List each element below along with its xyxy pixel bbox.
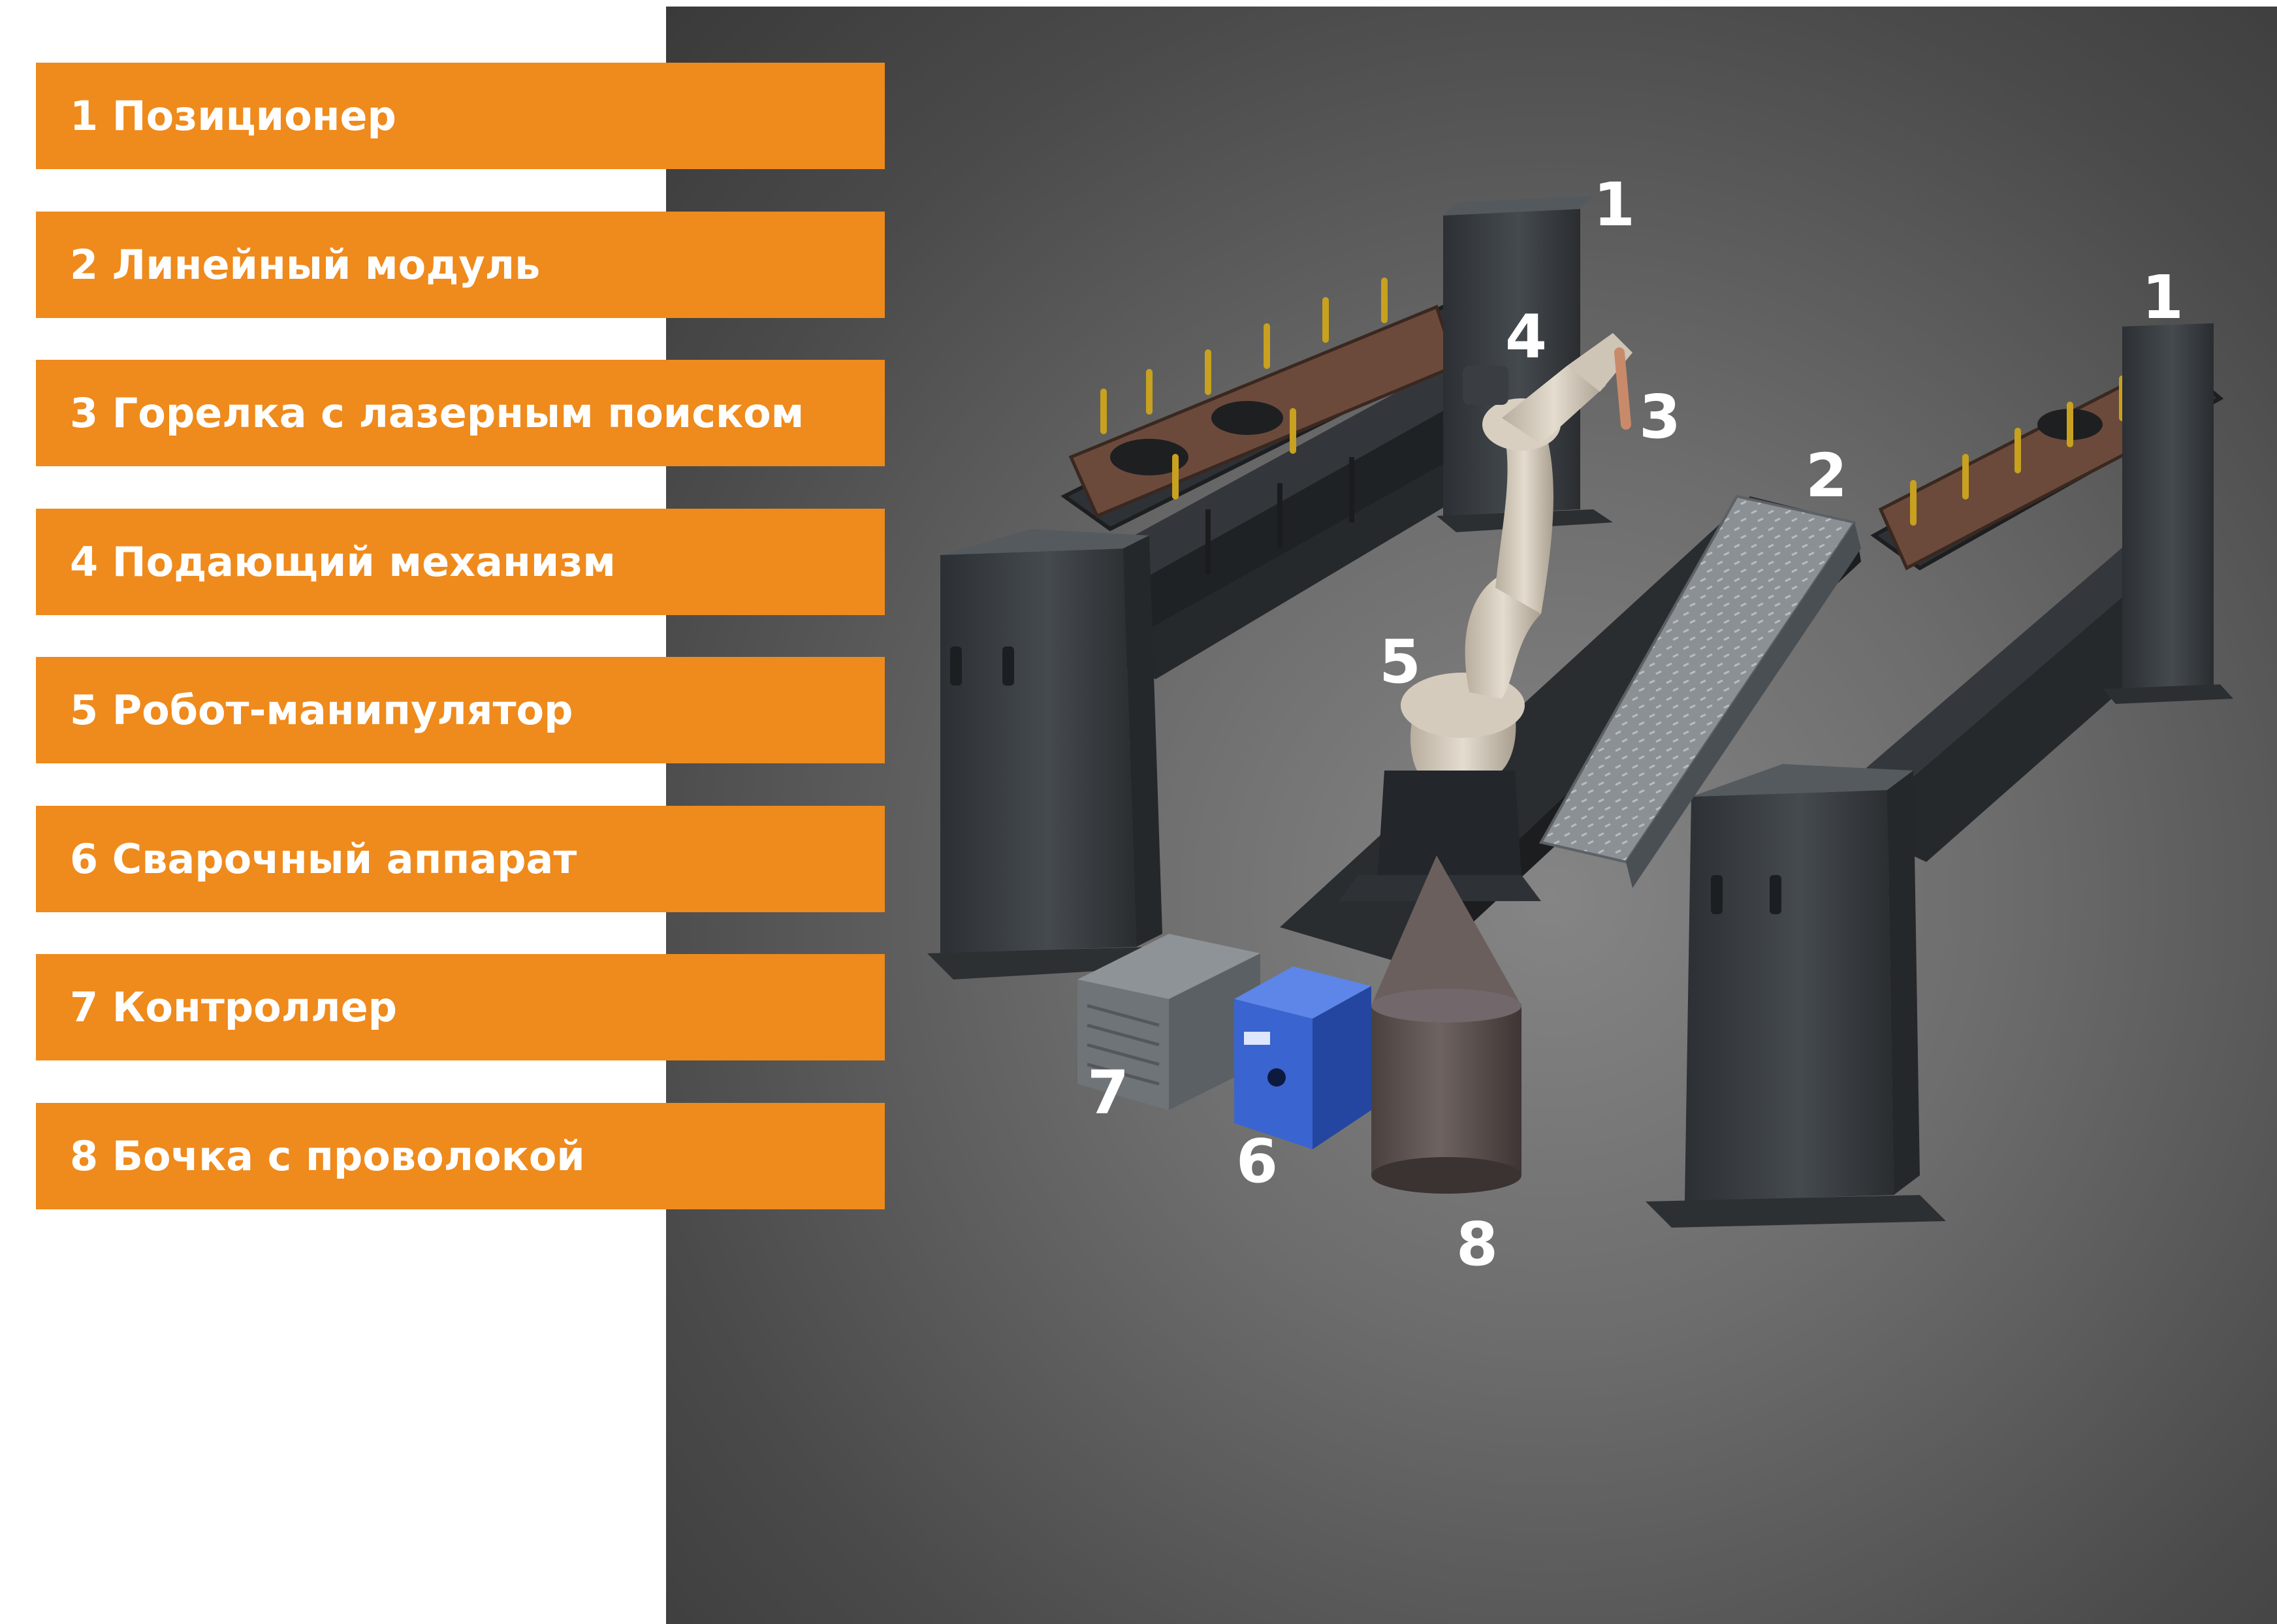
callout-feeder: 4 xyxy=(1505,302,1548,372)
callout-torch: 3 xyxy=(1639,382,1681,452)
robot-manipulator xyxy=(1339,333,1632,901)
positioner-right xyxy=(1646,323,2233,1228)
legend-item-robot: 5 Робот-манипулятор xyxy=(36,657,885,763)
legend-item-wire-drum: 8 Бочка с проволокой xyxy=(36,1103,885,1209)
legend-item-controller: 7 Контроллер xyxy=(36,954,885,1060)
callout-welder: 6 xyxy=(1236,1126,1279,1196)
legend-item-laser-torch: 3 Горелка с лазерным поиском xyxy=(36,360,885,466)
callout-robot: 5 xyxy=(1379,627,1422,697)
legend-item-wire-feeder: 4 Подающий механизм xyxy=(36,509,885,615)
callout-positioner-left: 1 xyxy=(1593,170,1636,240)
callout-positioner-right: 1 xyxy=(2142,263,2184,332)
callout-linear-module: 2 xyxy=(1806,441,1848,511)
callout-wire-drum: 8 xyxy=(1456,1209,1499,1279)
welding-machine xyxy=(1234,966,1371,1149)
positioner-left xyxy=(927,196,1613,979)
callout-controller: 7 xyxy=(1087,1058,1130,1128)
wire-drum xyxy=(1371,855,1521,1194)
legend-item-linear-module: 2 Линейный модуль xyxy=(36,212,885,318)
legend-item-welder: 6 Сварочный аппарат xyxy=(36,806,885,912)
legend-item-positioner: 1 Позиционер xyxy=(36,63,885,169)
